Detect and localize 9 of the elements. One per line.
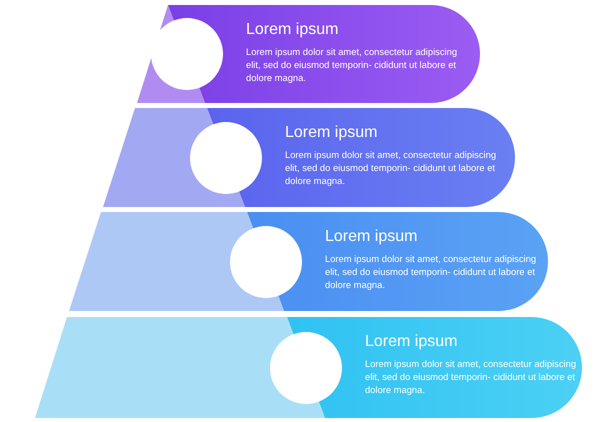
body-text: Lorem ipsum dolor sit amet, consectetur adipiscing elit, sed do eiusmod temporin- cididunt ut labore et dolore magna. <box>246 45 458 84</box>
body-text: Lorem ipsum dolor sit amet, consectetur adipiscing elit, sed do eiusmod temporin- cididunt ut labore et dolore magna. <box>365 357 577 396</box>
heading-text: Lorem ipsum <box>246 21 338 39</box>
heading-text: Lorem ipsum <box>285 124 378 142</box>
heading-text: Lorem ipsum <box>325 228 418 246</box>
heading-text: Lorem ipsum <box>365 333 458 351</box>
body-text: Lorem ipsum dolor sit amet, consectetur adipiscing elit, sed do eiusmod temporin- cididunt ut labore et dolore magna. <box>285 148 497 187</box>
body-text: Lorem ipsum dolor sit amet, consectetur adipiscing elit, sed do eiusmod temporin- cididunt ut labore et dolore magna. <box>325 252 537 291</box>
pyramid-band <box>35 317 325 418</box>
